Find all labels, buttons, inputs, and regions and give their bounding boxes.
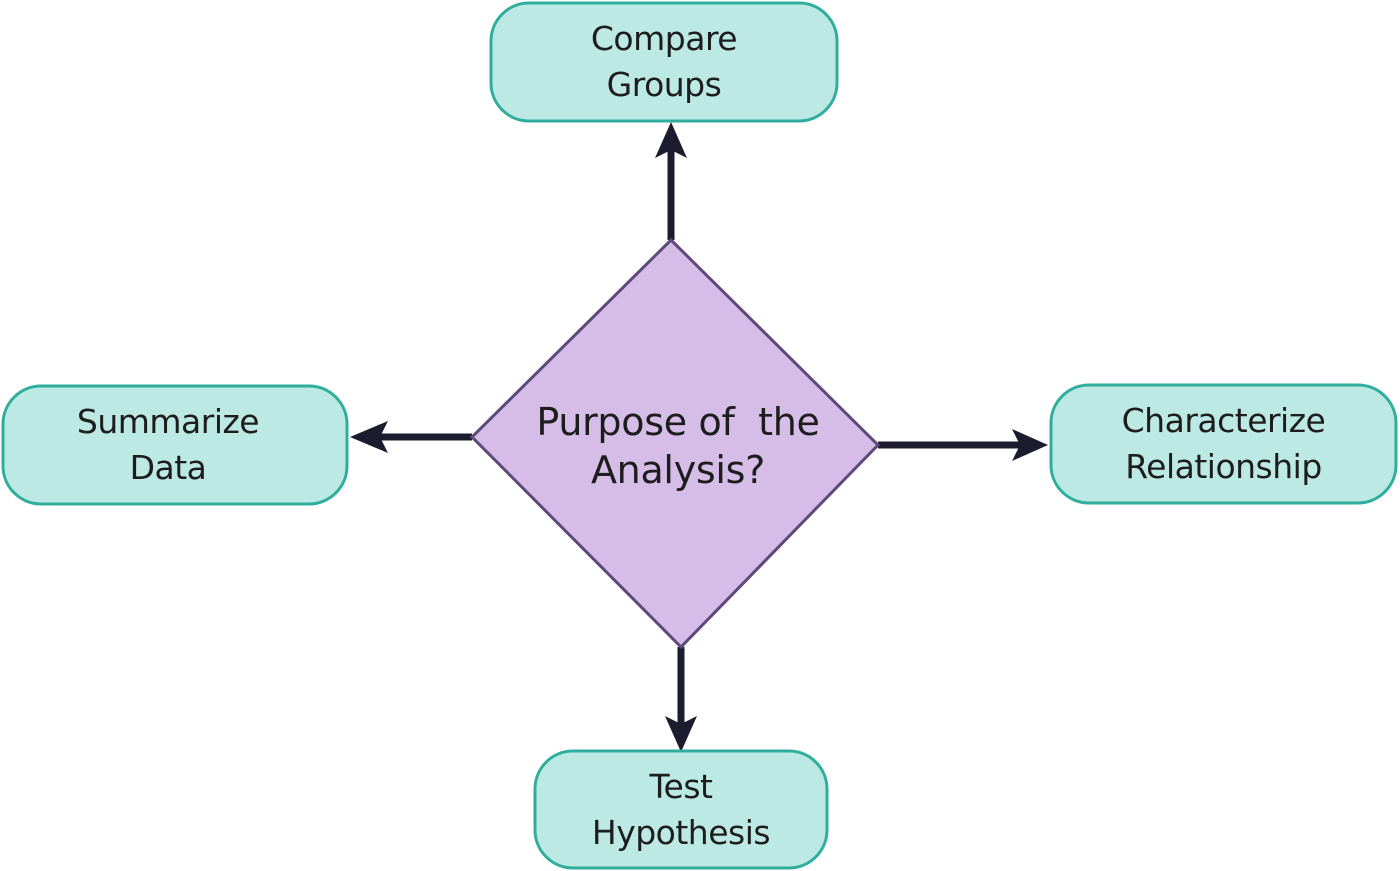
summarize-data-box xyxy=(1,384,349,506)
summarize-data-line2: Data xyxy=(129,448,207,487)
compare-groups-line2: Groups xyxy=(606,65,722,104)
arrowhead-right xyxy=(1012,429,1048,461)
characterize-relationship-line1: Characterize xyxy=(1121,401,1326,440)
arrowhead-down xyxy=(665,716,697,752)
compare-groups-box xyxy=(489,1,839,123)
decision-question-line1: Purpose of the xyxy=(536,400,820,444)
arrowhead-up xyxy=(655,122,687,158)
connectors xyxy=(350,122,1048,752)
characterize-relationship-box xyxy=(1049,383,1398,505)
summarize-data-line1: Summarize xyxy=(76,402,260,441)
test-hypothesis-line1: Test xyxy=(649,766,714,806)
decision-question-label: Purpose of the Analysis? xyxy=(500,392,856,500)
summarize-data-label: Summarize Data xyxy=(3,386,333,504)
decision-diamond xyxy=(469,237,881,650)
compare-groups-line1: Compare xyxy=(590,19,738,58)
characterize-relationship-label: Characterize Relationship xyxy=(1051,385,1396,503)
arrowhead-left xyxy=(350,421,388,453)
decision-question-line2: Analysis? xyxy=(590,448,766,492)
compare-groups-label: Compare Groups xyxy=(491,3,837,121)
test-hypothesis-box xyxy=(533,749,829,870)
characterize-relationship-line2: Relationship xyxy=(1125,447,1322,486)
test-hypothesis-line2: Hypothesis xyxy=(591,812,771,852)
test-hypothesis-label: Test Hypothesis xyxy=(535,751,827,868)
